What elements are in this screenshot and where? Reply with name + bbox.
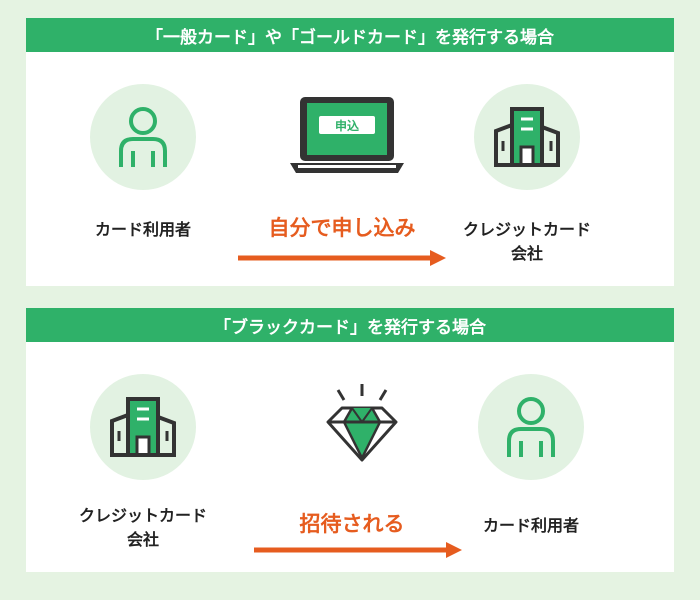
apply-yourself-label: 自分で申し込み — [268, 216, 416, 240]
user-label: カード利用者 — [482, 516, 579, 535]
company-label-line1: クレジットカード — [462, 220, 591, 239]
invited-label: 招待される — [299, 512, 405, 536]
company-circle — [474, 84, 580, 190]
company-label-line2: 会社 — [126, 530, 159, 549]
company-label-line1: クレジットカード — [78, 506, 207, 525]
section1-title: 「一般カード」や「ゴールドカード」を発行する場合 — [26, 18, 674, 52]
company-circle — [90, 374, 196, 480]
building-icon — [494, 107, 560, 167]
user-label: カード利用者 — [94, 220, 191, 239]
user-circle — [90, 84, 196, 190]
person-icon — [119, 107, 167, 167]
user-circle — [478, 374, 584, 480]
section2-title: 「ブラックカード」を発行する場合 — [26, 308, 674, 342]
laptop-screen-text: 申込 — [335, 118, 359, 133]
arrow-right-icon — [238, 250, 446, 266]
arrow-right-icon — [254, 542, 462, 558]
section-black-card: 「ブラックカード」を発行する場合 クレジットカード 会社 — [26, 308, 674, 572]
diamond-icon — [326, 384, 398, 462]
building-icon — [110, 397, 176, 457]
section-general-gold: 「一般カード」や「ゴールドカード」を発行する場合 カード利用者 申込 自分で申し… — [26, 18, 674, 286]
person-icon — [507, 397, 555, 457]
laptop-icon: 申込 — [290, 97, 404, 173]
company-label-line2: 会社 — [510, 244, 543, 263]
